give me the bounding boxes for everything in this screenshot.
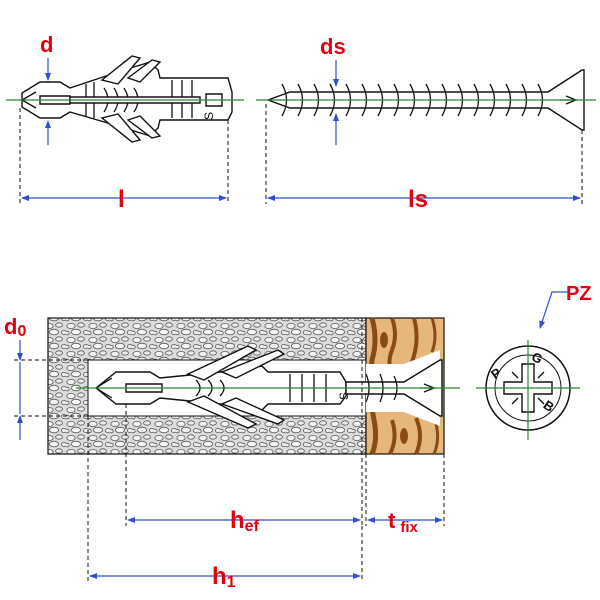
label-l: l (118, 186, 125, 213)
dimension-ds: ds (320, 34, 346, 145)
label-pz: PZ (566, 283, 592, 305)
dimension-ls: ls (265, 104, 583, 213)
dimension-d0: d0 (4, 314, 90, 440)
installed-section: S (47, 317, 445, 455)
pz-callout: PZ (539, 283, 592, 329)
label-ls: ls (408, 186, 428, 213)
dimension-l: l (19, 108, 229, 213)
plug-side-view: S (21, 55, 233, 143)
label-d: d (40, 32, 53, 57)
plug-mark-installed: S (337, 392, 351, 400)
label-d0: d0 (4, 314, 26, 340)
dimension-hef: hef (125, 318, 363, 535)
label-h1: h1 (212, 563, 236, 591)
dimension-h1: h1 (87, 416, 363, 591)
label-hef: hef (230, 507, 260, 535)
label-ds: ds (320, 34, 346, 59)
dimension-d: d (40, 32, 53, 145)
plug-mark: S (202, 112, 216, 120)
